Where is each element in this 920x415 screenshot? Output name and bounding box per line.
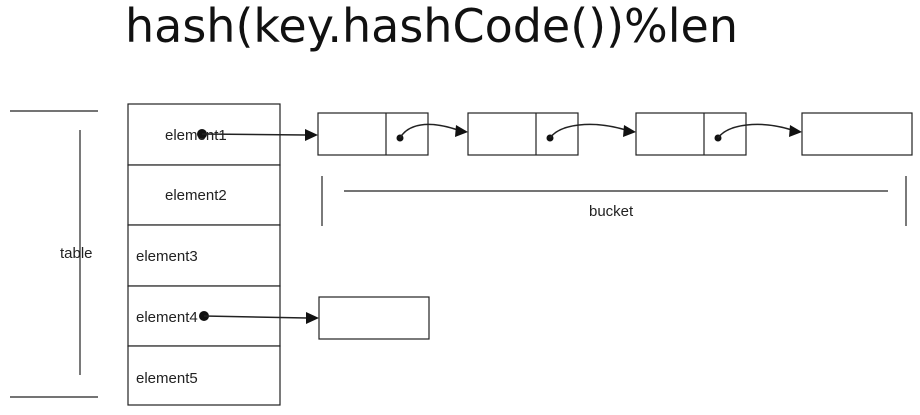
pointer-line bbox=[201, 133, 307, 136]
arrowhead-icon bbox=[455, 125, 468, 137]
table-cell-label: element3 bbox=[136, 248, 198, 265]
bucket-label: bucket bbox=[589, 203, 634, 220]
arrowhead-icon bbox=[789, 125, 802, 137]
arrowhead-icon bbox=[305, 129, 318, 141]
bucket-linked-list bbox=[317, 112, 913, 156]
table-cell-label: element4 bbox=[136, 309, 198, 326]
list-node-4 bbox=[801, 112, 913, 156]
next-pointer-1 bbox=[396, 123, 468, 142]
pointer-curve bbox=[549, 123, 627, 139]
table-cell-label: element5 bbox=[136, 370, 198, 387]
table-cell-5 bbox=[127, 345, 281, 406]
node-box bbox=[318, 296, 430, 340]
table-cell-3 bbox=[127, 224, 281, 287]
next-pointer-2 bbox=[546, 123, 636, 142]
table-extent-bracket bbox=[10, 110, 98, 398]
pointer-curve bbox=[717, 123, 793, 139]
next-pointer-3 bbox=[714, 123, 802, 142]
diagram-title: hash(key.hashCode())%len bbox=[125, 0, 738, 53]
arrowhead-icon bbox=[623, 125, 636, 137]
pointer-curve bbox=[399, 123, 459, 139]
pointer-arrow-element4 bbox=[199, 311, 319, 324]
pointer-arrow-element1 bbox=[197, 129, 318, 141]
node-box bbox=[801, 112, 913, 156]
pointer-line bbox=[203, 315, 308, 319]
table-cell-2 bbox=[127, 164, 281, 226]
list-node-3 bbox=[635, 112, 747, 156]
list-node-1 bbox=[317, 112, 429, 156]
list-node-element4 bbox=[318, 296, 430, 340]
arrowhead-icon bbox=[306, 312, 319, 324]
table-label: table bbox=[60, 245, 93, 262]
list-node-2 bbox=[467, 112, 579, 156]
table: element1 element2 element3 element4 elem… bbox=[127, 103, 281, 406]
table-cell-label: element1 bbox=[165, 127, 227, 144]
bucket-bracket bbox=[321, 176, 907, 226]
node-box bbox=[467, 112, 579, 156]
node-box bbox=[635, 112, 747, 156]
table-cell-label: element2 bbox=[165, 187, 227, 204]
node-box bbox=[317, 112, 429, 156]
